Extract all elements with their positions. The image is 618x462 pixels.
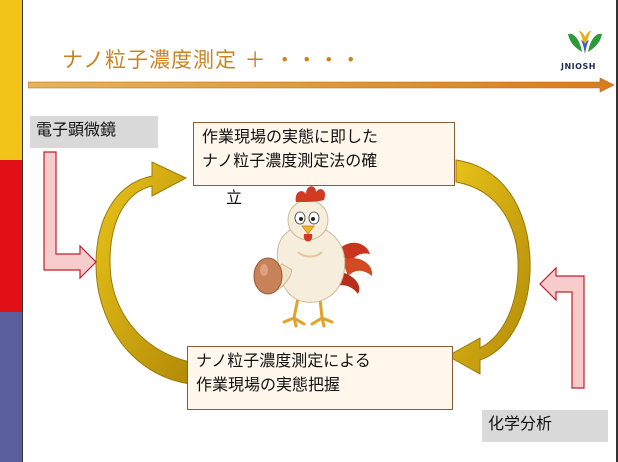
label-chemical-analysis: 化学分析 <box>482 410 608 442</box>
logo-text: JNIOSH <box>561 62 596 71</box>
input-arrow-left <box>43 151 97 280</box>
slide-title: ナノ粒子濃度測定 ＋ ・・・・ <box>62 48 363 72</box>
chicken-with-egg-illustration <box>253 186 373 328</box>
accent-bar-blue <box>0 312 22 462</box>
box-top-line3: 立 <box>226 188 243 207</box>
box-bottom-line2: 作業現場の実態把握 <box>196 375 341 394</box>
slide-border-right <box>616 0 618 462</box>
title-underline-arrow <box>28 77 615 93</box>
accent-bar-red <box>0 160 22 312</box>
cycle-arrow-right <box>446 159 531 375</box>
accent-bar-yellow <box>0 0 22 160</box>
label-electron-microscope: 電子顕微鏡 <box>30 116 158 148</box>
box-top-establish-method: 作業現場の実態に即した ナノ粒子濃度測定法の確 <box>193 122 455 186</box>
box-bottom-understand-site: ナノ粒子濃度測定による 作業現場の実態把握 <box>187 346 453 410</box>
accent-bar <box>0 0 22 462</box>
logo-icon <box>568 30 602 54</box>
cycle-arrow-left <box>95 161 191 385</box>
box-bottom-line1: ナノ粒子濃度測定による <box>196 351 371 370</box>
box-top-line2: ナノ粒子濃度測定法の確 <box>202 151 378 170</box>
slide-border-left <box>22 0 23 462</box>
input-arrow-right <box>539 266 585 389</box>
box-top-line1: 作業現場の実態に即した <box>202 127 379 146</box>
